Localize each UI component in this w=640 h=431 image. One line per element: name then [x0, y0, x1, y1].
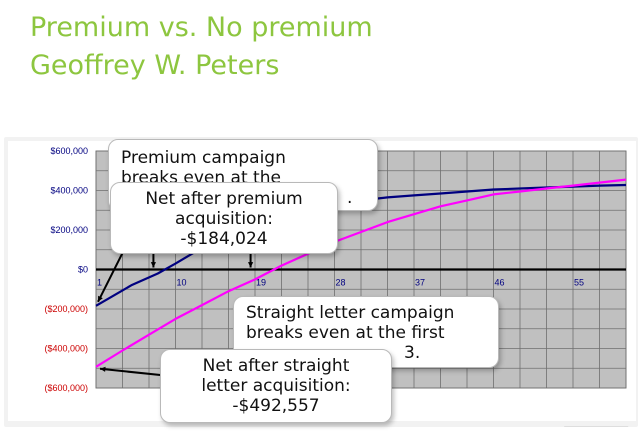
y-tick-label: ($400,000) — [44, 344, 88, 354]
callout-line: . — [347, 188, 353, 208]
callout-line: Straight letter campaign — [246, 303, 455, 323]
x-tick-label: 28 — [336, 278, 346, 288]
callout-line: acquisition: — [175, 209, 273, 229]
arrow-net-after-straight-head — [100, 366, 106, 372]
callout-net-after-straight: Net after straight letter acquisition: -… — [160, 349, 392, 423]
callout-line: -$184,024 — [180, 229, 268, 249]
x-tick-label: 55 — [574, 278, 584, 288]
y-tick-label: ($600,000) — [44, 383, 88, 393]
y-tick-label: ($200,000) — [44, 304, 88, 314]
callout-line: Net after straight — [202, 356, 350, 376]
y-tick-label: $600,000 — [50, 146, 88, 156]
arrow-net-after-premium — [97, 249, 125, 303]
x-tick-label: 37 — [415, 278, 425, 288]
arrow-premium-breakeven-head — [150, 262, 156, 268]
slide-corner-decoration — [563, 406, 640, 427]
callout-line: Premium campaign — [121, 148, 286, 168]
x-tick-label: 1 — [97, 278, 102, 288]
series-line-straight — [95, 178, 627, 368]
callout-line: Net after premium — [145, 189, 303, 209]
callout-net-after-premium: Net after premium acquisition: -$184,024 — [110, 182, 338, 254]
callout-line: letter acquisition: — [201, 376, 351, 396]
y-tick-label: $200,000 — [50, 225, 88, 235]
arrow-straight-breakeven-head — [248, 262, 254, 268]
callout-line: -$492,557 — [232, 396, 320, 416]
x-tick-label: 10 — [177, 278, 187, 288]
callout-line: 3. — [404, 343, 421, 363]
slide-title: Premium vs. No premium — [30, 12, 373, 43]
arrow-net-after-premium-head — [98, 295, 103, 302]
y-tick-label: $400,000 — [50, 186, 88, 196]
callout-line: breaks even at the first — [246, 323, 445, 343]
x-tick-label: 46 — [495, 278, 505, 288]
slide-subtitle: Geoffrey W. Peters — [30, 50, 280, 81]
y-tick-label: $0 — [78, 265, 88, 275]
arrow-net-after-straight — [99, 367, 171, 377]
x-tick-label: 19 — [256, 278, 266, 288]
